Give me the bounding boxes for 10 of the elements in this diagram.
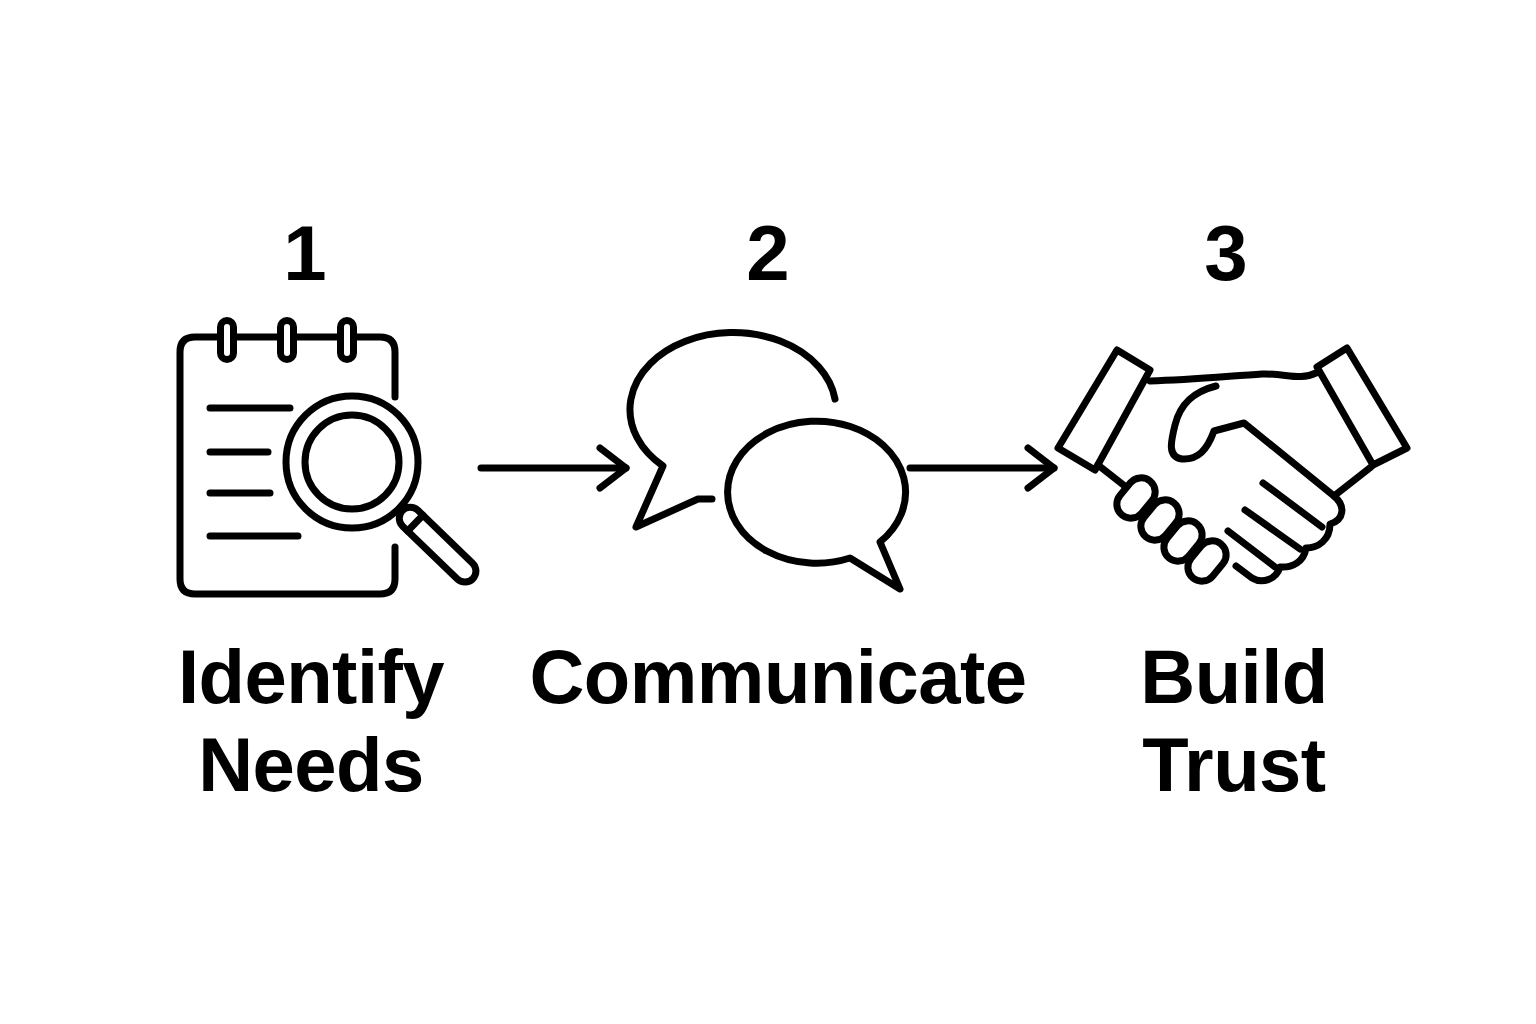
step-number: 2 — [746, 214, 790, 292]
step-number: 3 — [1204, 214, 1248, 292]
arrow — [477, 444, 630, 492]
arrow — [906, 444, 1058, 492]
notepad-magnifier-icon — [176, 316, 481, 598]
step-label: Communicate — [529, 633, 1027, 721]
step-label: Identify Needs — [177, 633, 445, 809]
step-label: Build Trust — [1140, 633, 1328, 809]
step-number: 1 — [283, 214, 327, 292]
speech-bubbles-icon — [626, 329, 910, 594]
